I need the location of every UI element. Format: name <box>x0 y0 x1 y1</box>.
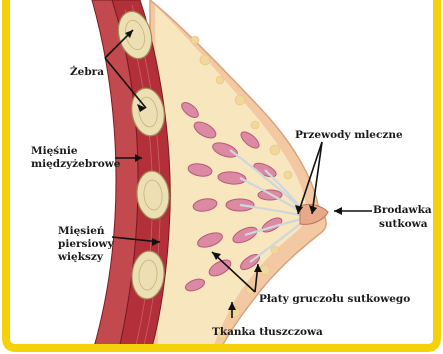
label-milk-ducts: Przewody mleczne <box>295 129 403 142</box>
label-nipple-2: sutkowa <box>379 218 428 231</box>
label-pectoralis-1: Mięsień <box>58 225 105 238</box>
label-intercostal-1: Mięśnie <box>31 145 78 158</box>
label-nipple-1: Brodawka <box>373 204 432 217</box>
label-lobes: Płaty gruczołu sutkowego <box>259 293 410 306</box>
label-intercostal-2: międzyżebrowe <box>31 158 120 171</box>
label-pectoralis-3: większy <box>58 251 103 264</box>
label-fat: Tkanka tłuszczowa <box>212 326 323 339</box>
label-pectoralis-2: piersiowy <box>58 238 114 251</box>
label-ribs: Żebra <box>70 66 104 79</box>
